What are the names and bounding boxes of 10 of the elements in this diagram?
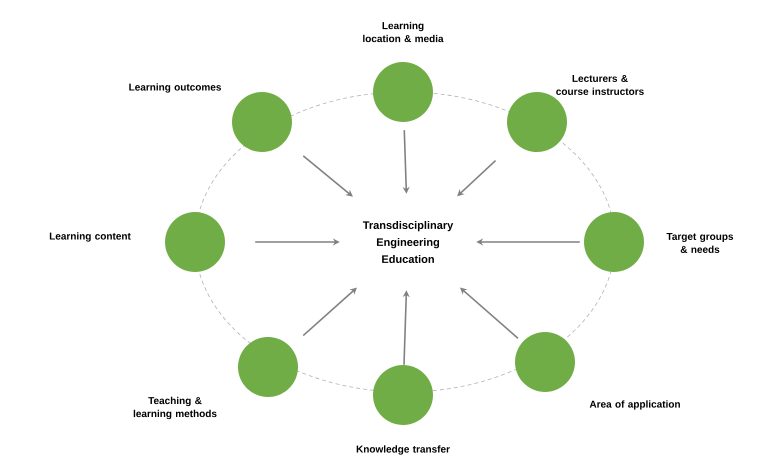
node-label: Learning content bbox=[50, 232, 131, 242]
arrow bbox=[457, 160, 496, 196]
node-label: Knowledge transfer bbox=[356, 445, 450, 455]
node-label: Lecturers & course instructors bbox=[556, 75, 644, 95]
node-label: Target groups & needs bbox=[666, 233, 734, 253]
node-label: Learning location & media bbox=[363, 22, 444, 42]
center-label: Transdisciplinary Engineering Education bbox=[362, 220, 454, 264]
node-label: Teaching & learning methods bbox=[134, 396, 217, 420]
node-label: Learning outcomes bbox=[129, 83, 221, 93]
node-label: Area of application bbox=[590, 400, 680, 410]
